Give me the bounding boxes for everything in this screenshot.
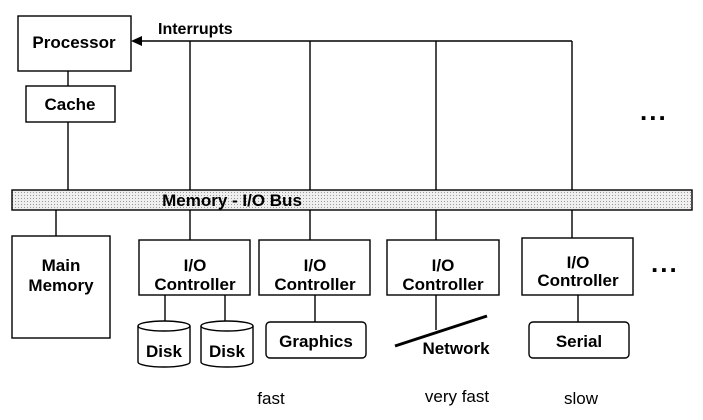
io-controller-network-box <box>386 239 500 296</box>
serial-label: Serial <box>556 332 602 351</box>
io-controller-disk-line1: I/O <box>184 256 207 275</box>
io-controller-graphics-line1: I/O <box>304 256 327 275</box>
network-label: Network <box>422 339 490 358</box>
io-controller-network-line2: Controller <box>402 275 484 294</box>
disk-2 <box>200 320 254 368</box>
memory-io-bus <box>11 189 693 211</box>
serial-box <box>528 321 630 359</box>
speed-very-fast-label: very fast <box>425 387 490 406</box>
io-controller-disk-line2: Controller <box>154 275 236 294</box>
disk-1-label: Disk <box>146 342 182 361</box>
network-cable <box>394 314 488 348</box>
speed-fast-label: fast <box>257 389 285 408</box>
interrupt-line <box>131 36 573 190</box>
io-controller-network-line1: I/O <box>432 256 455 275</box>
more-devices-ellipsis-right: ... <box>651 248 679 278</box>
main-memory-label-line1: Main <box>42 256 81 275</box>
io-controller-graphics-line2: Controller <box>274 275 356 294</box>
processor-box <box>17 15 132 72</box>
more-devices-ellipsis-top: ... <box>640 96 668 126</box>
main-memory-label-line2: Memory <box>28 276 94 295</box>
speed-slow-label: slow <box>564 389 599 408</box>
main-memory-box <box>11 235 111 339</box>
processor-label: Processor <box>32 33 116 52</box>
disk-2-label: Disk <box>209 342 245 361</box>
interrupts-label: Interrupts <box>158 21 233 38</box>
io-controller-serial-line2: Controller <box>537 271 619 290</box>
graphics-label: Graphics <box>279 332 353 351</box>
cache-label: Cache <box>44 95 95 114</box>
bus-label: Memory - I/O Bus <box>162 191 302 210</box>
cache-box <box>25 85 116 123</box>
io-controller-serial-box <box>521 237 634 296</box>
io-controller-disk-box <box>138 239 251 296</box>
io-controller-serial-line1: I/O <box>567 253 590 272</box>
disk-1 <box>137 320 191 368</box>
graphics-box <box>265 321 367 359</box>
